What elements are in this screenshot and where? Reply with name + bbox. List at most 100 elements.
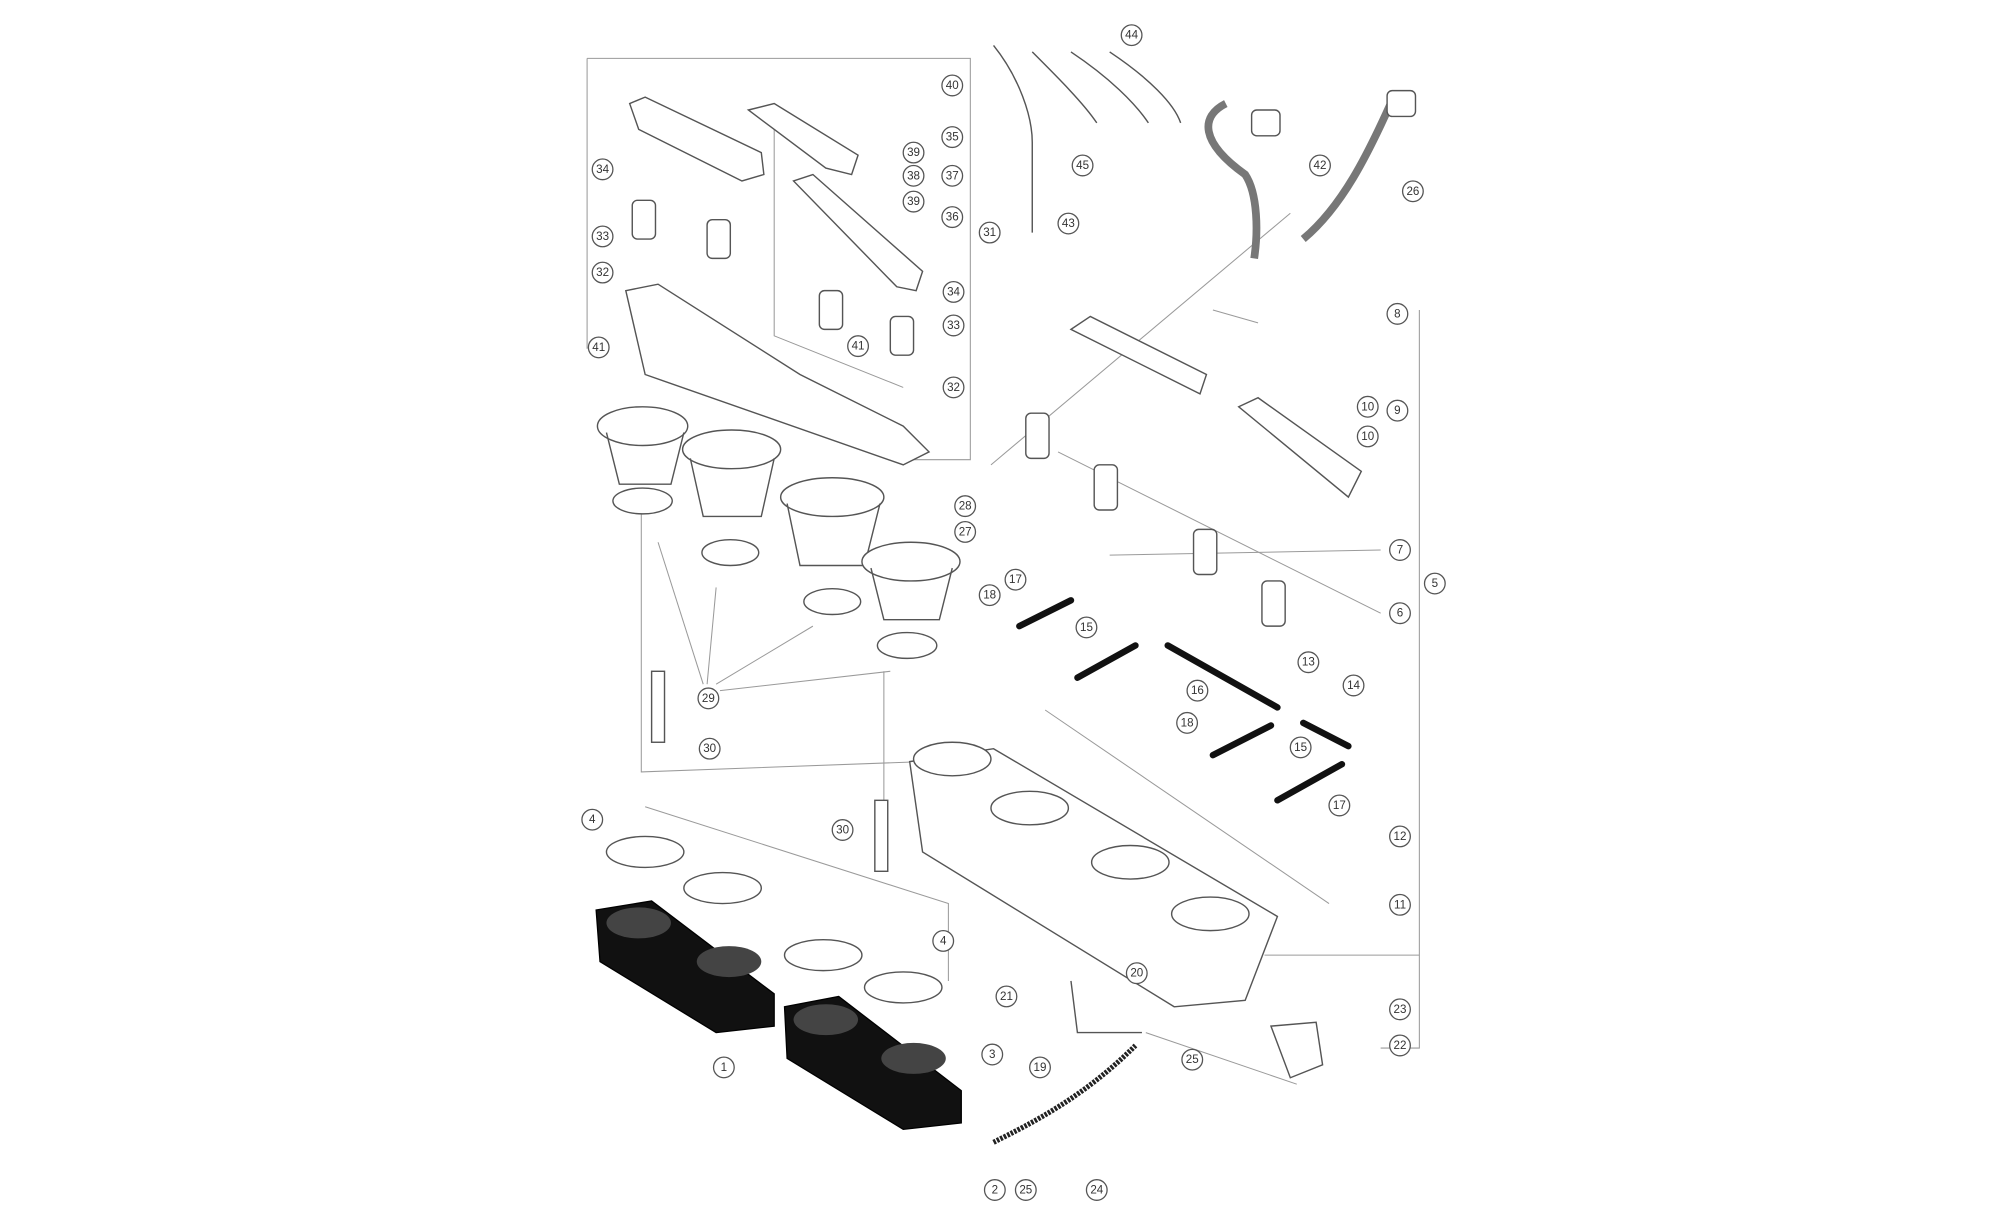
callout-10: 10 <box>1356 425 1379 448</box>
callout-number: 15 <box>1080 621 1093 634</box>
callout-number: 39 <box>907 146 920 159</box>
callout-number: 44 <box>1125 29 1138 42</box>
callout-45: 45 <box>1071 154 1094 177</box>
callout-number: 13 <box>1302 656 1315 669</box>
callout-circle <box>954 520 977 543</box>
callout-circle <box>1389 893 1411 916</box>
callout-number: 25 <box>1186 1053 1199 1066</box>
callout-40: 40 <box>941 74 964 97</box>
callout-number: 17 <box>1333 799 1346 812</box>
callout-number: 18 <box>983 589 996 602</box>
callout-7: 7 <box>1389 539 1411 561</box>
callout-32: 32 <box>942 376 965 399</box>
callout-circle <box>1057 212 1080 235</box>
callout-number: 17 <box>1009 573 1022 586</box>
callout-circle <box>902 190 925 213</box>
callout-number: 33 <box>596 230 609 243</box>
callout-34: 34 <box>942 280 965 303</box>
callout-43: 43 <box>1057 212 1080 235</box>
leader-lines <box>586 57 1420 1085</box>
callout-27: 27 <box>954 520 977 543</box>
callout-21: 21 <box>995 985 1018 1008</box>
callout-number: 36 <box>946 211 959 224</box>
callout-number: 18 <box>1181 716 1194 729</box>
callout-number: 24 <box>1090 1184 1103 1197</box>
callout-number: 6 <box>1397 607 1403 620</box>
callout-circle <box>712 1056 735 1079</box>
callout-number: 27 <box>959 525 972 538</box>
callout-number: 3 <box>989 1048 995 1061</box>
callout-number: 25 <box>1019 1184 1032 1197</box>
intake-funnels <box>596 406 961 660</box>
callout-17: 17 <box>1328 794 1351 817</box>
callout-circle <box>1120 24 1143 47</box>
callout-circle <box>932 930 955 952</box>
callout-13: 13 <box>1297 651 1320 674</box>
callout-circle <box>1386 399 1409 422</box>
callout-41: 41 <box>847 335 870 358</box>
callout-number: 41 <box>852 340 865 353</box>
callout-circle <box>1389 998 1411 1021</box>
callout-5: 5 <box>1423 572 1446 595</box>
callout-16: 16 <box>1186 679 1209 702</box>
callout-circle <box>983 1179 1006 1201</box>
callout-10: 10 <box>1356 395 1379 418</box>
callout-circle <box>941 126 964 149</box>
injectors <box>1025 412 1286 627</box>
callout-circle <box>698 737 721 760</box>
callout-29: 29 <box>697 687 720 710</box>
callout-circle <box>981 1043 1004 1066</box>
callout-number: 32 <box>947 381 960 394</box>
callout-circle <box>902 141 925 164</box>
callout-circle <box>1356 425 1379 448</box>
callout-circle <box>941 74 964 97</box>
callout-3: 3 <box>981 1043 1004 1066</box>
callout-number: 2 <box>992 1184 998 1197</box>
callout-1: 1 <box>712 1056 735 1079</box>
callout-circle <box>1401 180 1424 203</box>
callout-number: 10 <box>1361 400 1374 413</box>
fuel-rail-lower <box>1025 315 1363 627</box>
callout-number: 32 <box>596 266 609 279</box>
callout-number: 29 <box>702 692 715 705</box>
callout-circle <box>1297 651 1320 674</box>
callout-35: 35 <box>941 126 964 149</box>
callout-number: 4 <box>940 934 947 947</box>
callout-number: 31 <box>983 226 996 239</box>
callout-circle <box>1389 1034 1411 1057</box>
callout-circle <box>847 335 870 358</box>
callout-number: 9 <box>1394 404 1400 417</box>
wiring-harness <box>992 45 1417 259</box>
callout-circle <box>697 687 720 710</box>
callout-number: 15 <box>1294 741 1307 754</box>
callout-24: 24 <box>1085 1179 1108 1201</box>
throttle-body <box>908 741 1324 1079</box>
callout-41: 41 <box>587 336 610 359</box>
callout-circle <box>591 225 614 248</box>
callout-30: 30 <box>698 737 721 760</box>
callout-33: 33 <box>942 314 965 337</box>
callout-18: 18 <box>978 584 1001 607</box>
callout-number: 35 <box>946 131 959 144</box>
callout-number: 12 <box>1394 830 1407 843</box>
callout-circle <box>1085 1179 1108 1201</box>
callout-number: 16 <box>1191 684 1204 697</box>
callout-12: 12 <box>1389 825 1411 848</box>
callout-circle <box>902 164 925 187</box>
callout-number: 1 <box>721 1061 727 1074</box>
callout-number: 20 <box>1130 967 1143 980</box>
callout-2: 2 <box>983 1179 1006 1201</box>
callout-circle <box>941 164 964 187</box>
callout-circle <box>1423 572 1446 595</box>
callout-8: 8 <box>1386 302 1409 325</box>
callout-14: 14 <box>1342 674 1365 697</box>
callout-circle <box>581 808 604 831</box>
callout-34: 34 <box>591 158 614 181</box>
callout-15: 15 <box>1289 736 1312 759</box>
callout-20: 20 <box>1125 962 1148 985</box>
callout-circle <box>1386 302 1409 325</box>
callout-4: 4 <box>581 808 604 831</box>
callout-23: 23 <box>1389 998 1411 1021</box>
